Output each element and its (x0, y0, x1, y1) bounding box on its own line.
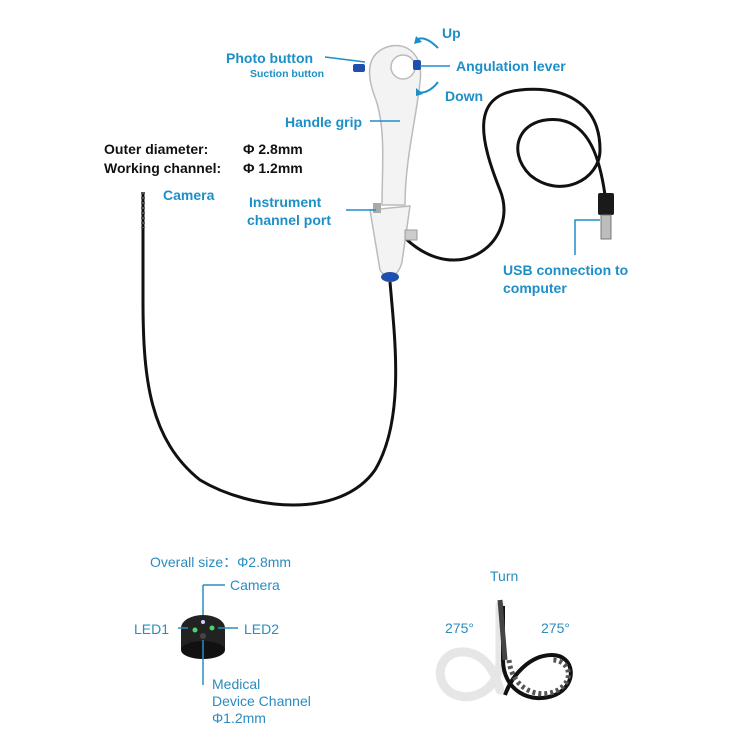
photo-button-label: Photo button (226, 50, 314, 66)
tip-callout-lines (178, 584, 238, 685)
channel-label-line1: Medical (212, 676, 261, 692)
angulation-lever-label: Angulation lever (456, 58, 566, 74)
insertion-tube (141, 192, 398, 507)
tip-cross-section (181, 615, 225, 659)
outer-diameter-label: Outer diameter: (104, 141, 209, 157)
overall-size-label: Overall size：Φ2.8mm (150, 554, 292, 570)
turn-right-angle: 275° (541, 620, 570, 636)
up-label: Up (442, 25, 461, 41)
turn-title: Turn (490, 568, 519, 584)
down-label: Down (445, 88, 484, 104)
suction-button-label: Suction button (250, 68, 325, 80)
instrument-port-line1: Instrument (249, 194, 322, 210)
usb-label-line1: USB connection to (503, 262, 629, 278)
usb-plug (598, 193, 614, 240)
led1-label: LED1 (134, 621, 170, 637)
usb-label-line2: computer (503, 280, 567, 296)
turn-left-angle: 275° (445, 620, 474, 636)
led2-label: LED2 (244, 621, 280, 637)
channel-label-line3: Φ1.2mm (212, 710, 266, 726)
channel-label-line2: Device Channel (212, 693, 311, 709)
working-channel-label: Working channel: (104, 160, 222, 176)
usb-cable (403, 87, 607, 262)
handle-grip-label: Handle grip (285, 114, 363, 130)
camera-label: Camera (163, 187, 215, 203)
callout-lines (324, 56, 600, 255)
handle (353, 44, 422, 282)
outer-diameter-value: Φ 2.8mm (243, 141, 303, 157)
down-arrow (417, 81, 439, 94)
tip-camera-label: Camera (230, 577, 280, 593)
turn-illustration (435, 599, 573, 702)
instrument-port-line2: channel port (247, 212, 332, 228)
working-channel-value: Φ 1.2mm (243, 160, 303, 176)
